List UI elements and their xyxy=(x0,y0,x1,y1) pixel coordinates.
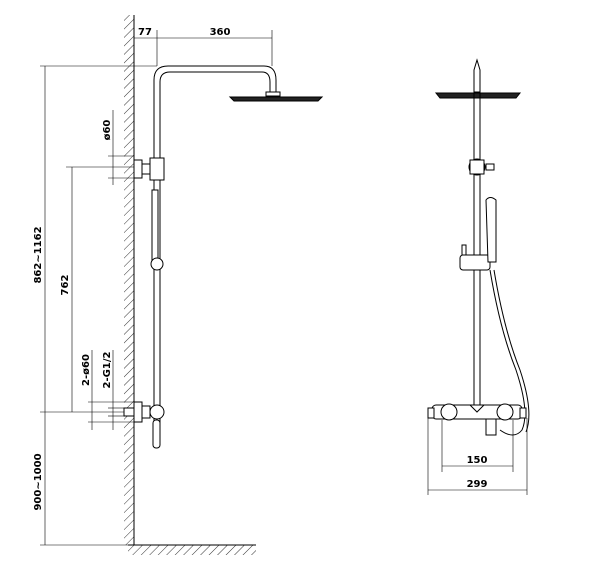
wall-hatching xyxy=(124,15,134,545)
dim-bracket-diameter: ø60 xyxy=(102,120,113,141)
upper-bracket xyxy=(149,157,165,181)
dim-arm-length: 360 xyxy=(210,27,231,38)
mixer-side xyxy=(149,404,165,420)
shower-riser xyxy=(123,65,277,449)
slide-holder-front xyxy=(459,254,491,271)
shower-head-side xyxy=(228,91,324,102)
side-view: 77 360 ø60 862~1162 762 2-ø60 2-G1/2 900… xyxy=(33,15,324,555)
dim-inlet-diameter: 2-ø60 xyxy=(81,354,92,386)
inlet-flange xyxy=(133,401,143,423)
dim-inlet-centers: 150 xyxy=(467,455,488,466)
hand-shower-front xyxy=(485,197,497,263)
dim-inlet-thread: 2-G1/2 xyxy=(102,352,113,389)
shower-head-front xyxy=(434,92,522,99)
slide-holder xyxy=(150,257,164,271)
dim-bracket-spacing: 762 xyxy=(60,275,71,296)
hand-shower xyxy=(151,189,159,261)
dim-total-height: 862~1162 xyxy=(33,226,44,283)
dimension-lines-side xyxy=(40,30,273,546)
dim-mount-height: 900~1000 xyxy=(33,453,44,510)
dim-wall-offset: 77 xyxy=(138,27,152,38)
front-view xyxy=(427,58,530,495)
hose xyxy=(489,269,526,436)
dim-mixer-width: 299 xyxy=(467,479,488,490)
floor-hatching xyxy=(128,545,256,555)
